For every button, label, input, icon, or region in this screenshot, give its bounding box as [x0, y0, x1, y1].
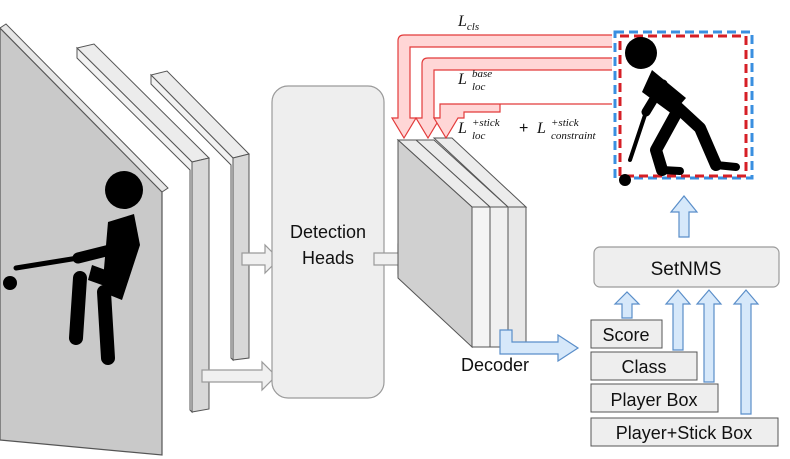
- setnms-label: SetNMS: [651, 259, 722, 280]
- loss-constraint-sup: +stick: [551, 117, 580, 129]
- input-image-panel: [0, 23, 169, 456]
- loss-arrow-loc-stick: [432, 103, 640, 140]
- svg-text:L: L: [457, 71, 467, 88]
- score-box: Score: [590, 319, 663, 349]
- feature-to-heads-arrow-lower: [201, 360, 277, 392]
- player-stick-box-to-setnms-arrow: [732, 289, 760, 415]
- player-stick-box-label: Player+Stick Box: [616, 423, 753, 443]
- loss-loc-stick-sup: +stick: [472, 117, 501, 129]
- loss-label-loc-stick: L +stick loc + L +stick constraint: [457, 117, 597, 142]
- output-maps: [396, 137, 528, 349]
- player-box-to-setnms-arrow: [695, 289, 723, 383]
- setnms-block: SetNMS: [593, 246, 780, 288]
- player-stick-bounding-box: [613, 30, 754, 180]
- loss-loc-base-sub: loc: [472, 81, 486, 93]
- player-bounding-box: [618, 34, 748, 178]
- detection-heads-block: Detection Heads: [271, 85, 385, 399]
- loss-plus-sign: +: [519, 120, 528, 137]
- loss-cls-sub: cls: [467, 21, 479, 33]
- detection-heads-label: Detection: [290, 222, 366, 242]
- player-stick-box: Player+Stick Box: [590, 417, 779, 447]
- loss-constraint-symbol: L: [536, 120, 546, 137]
- loss-loc-stick-symbol: L: [457, 120, 467, 137]
- setnms-to-output-arrow: [669, 195, 699, 238]
- detection-heads-label-line2: Heads: [302, 248, 354, 268]
- output-image: [612, 30, 754, 186]
- output-player-icon: [619, 37, 740, 186]
- class-to-setnms-arrow: [664, 289, 692, 351]
- svg-text:Lcls: Lcls: [457, 13, 479, 33]
- score-label: Score: [602, 325, 649, 345]
- loss-loc-base-sup: base: [472, 68, 492, 80]
- loss-loc-base-symbol: L: [457, 71, 467, 88]
- player-box-label: Player Box: [610, 390, 697, 410]
- loss-loc-stick-sub: loc: [472, 130, 486, 142]
- feature-map-1: [76, 43, 210, 414]
- decoder-label: Decoder: [461, 355, 529, 375]
- loss-label-cls: Lcls: [457, 13, 479, 33]
- loss-label-loc-base: L base loc: [457, 68, 492, 93]
- loss-cls-symbol: L: [457, 13, 467, 30]
- class-label: Class: [621, 357, 666, 377]
- loss-constraint-sub: constraint: [551, 130, 597, 142]
- input-player-icon: [3, 171, 143, 365]
- class-box: Class: [590, 351, 698, 381]
- decoder-arrow: [499, 329, 580, 363]
- feature-map-2: [150, 70, 250, 362]
- score-to-setnms-arrow: [613, 291, 641, 319]
- player-box: Player Box: [590, 383, 719, 413]
